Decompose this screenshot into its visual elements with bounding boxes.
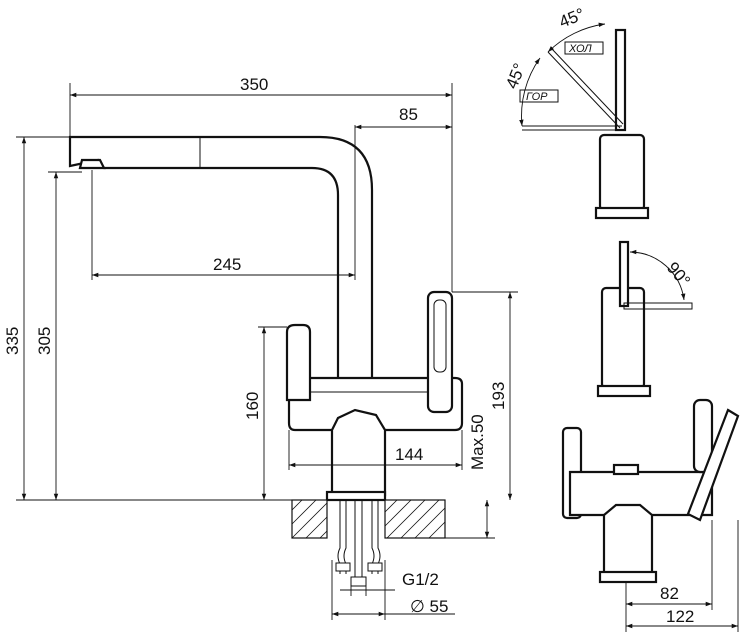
flex-hoses [335, 500, 383, 587]
dimension-lines: 350 85 245 335 305 160 193 144 [3, 75, 518, 620]
side-base-top [594, 206, 650, 220]
side-flange [598, 570, 658, 584]
countertop-section [291, 499, 446, 539]
side-lever-tilted [686, 408, 740, 522]
body-column [330, 430, 387, 497]
dim-side-depth-b: 122 [666, 607, 694, 626]
right-lever [426, 290, 454, 414]
lever-up [618, 240, 630, 308]
left-handle [285, 323, 312, 402]
side-view-angles: 45° 45° ХОЛ ГОР [502, 4, 650, 220]
lever-vertical [614, 28, 627, 132]
side-body [568, 470, 714, 517]
angle-rotation: 90° [663, 258, 694, 290]
label-cold: ХОЛ [568, 43, 592, 55]
dim-thread: G1/2 [402, 570, 439, 589]
side-column [602, 503, 654, 577]
dim-overall-height: 335 [3, 327, 22, 355]
dim-hole-diameter: ∅ 55 [410, 597, 448, 616]
side-body-top [598, 133, 646, 212]
lever-slot [433, 299, 447, 373]
aerator-nozzle [78, 158, 106, 170]
dim-spout-reach: 245 [213, 255, 241, 274]
lever-45 [547, 51, 621, 129]
dim-lever-height: 193 [489, 382, 508, 410]
dim-overall-length: 350 [240, 75, 268, 94]
side-view-rotation: 90° [596, 240, 694, 398]
side-top-cap [612, 463, 640, 476]
dim-side-depth-a: 82 [660, 584, 679, 603]
dim-max-thickness: Max.50 [468, 414, 487, 470]
lever-rotated [623, 302, 693, 310]
dim-base-width: 144 [395, 445, 423, 464]
mounting-flange [325, 490, 387, 502]
angle-top: 45° [556, 4, 587, 31]
dim-handle-height: 160 [243, 392, 262, 420]
dim-spout-offset: 85 [399, 105, 418, 124]
dim-spout-height: 305 [35, 327, 54, 355]
side-base-mid [596, 384, 652, 398]
label-hot: ГОР [526, 91, 548, 103]
side-view-depth: 82 122 [561, 398, 740, 632]
main-front-view [68, 135, 464, 587]
